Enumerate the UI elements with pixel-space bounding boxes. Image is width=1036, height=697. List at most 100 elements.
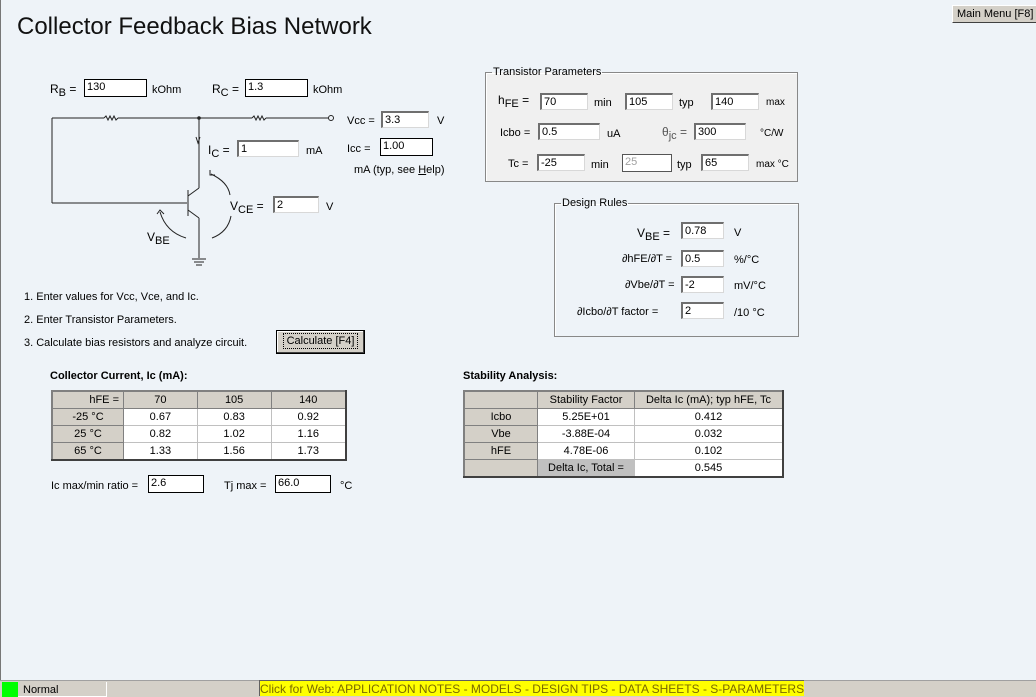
tc-max-input[interactable]: 65 xyxy=(701,154,749,171)
total-value: 0.545 xyxy=(634,459,784,478)
table-cell: -3.88E-04 xyxy=(537,425,635,443)
rb-label-sub: B xyxy=(58,87,67,99)
main-menu-button-label: Main Menu [F8] xyxy=(957,8,1034,20)
hfe-typ-label: typ xyxy=(679,97,694,109)
row-header-empty xyxy=(463,459,538,478)
ic-label-sub: C xyxy=(211,148,220,160)
dvbe-dt-label: ∂Vbe/∂T = xyxy=(625,279,675,291)
vbe-rule-label-eq: = xyxy=(663,226,671,240)
rc-unit: kOhm xyxy=(313,84,343,96)
vce-arc-icon xyxy=(210,173,231,196)
vbe-rule-label-v: V xyxy=(637,226,646,240)
dhfe-dt-input[interactable]: 0.5 xyxy=(681,250,724,267)
rb-input[interactable]: 130 xyxy=(84,79,147,97)
row-header: 25 °C xyxy=(51,425,124,443)
stability-table: Stability Factor Delta Ic (mA); typ hFE,… xyxy=(463,390,784,478)
table-cell: 0.102 xyxy=(634,442,784,460)
hfe-typ-input[interactable]: 105 xyxy=(625,93,673,110)
rc-label-eq: = xyxy=(231,82,239,96)
ic-ratio-output: 2.6 xyxy=(148,475,204,493)
table-cell: 4.78E-06 xyxy=(537,442,635,460)
table-row: 25 °C 0.82 1.02 1.16 xyxy=(51,425,347,443)
theta-jc-unit: °C/W xyxy=(760,128,784,139)
column-header: 140 xyxy=(270,390,347,409)
ic-label-eq: = xyxy=(222,143,230,157)
table-row: Icbo 5.25E+01 0.412 xyxy=(463,408,784,426)
dhfe-dt-label: ∂hFE/∂T = xyxy=(622,253,673,265)
hfe-min-input[interactable]: 70 xyxy=(540,93,588,110)
tj-max-output: 66.0 xyxy=(275,475,331,493)
vbe-rule-input[interactable]: 0.78 xyxy=(681,222,724,239)
row-header: Vbe xyxy=(463,425,538,443)
vcc-input[interactable]: 3.3 xyxy=(381,111,429,128)
rb-label-r: R xyxy=(50,82,59,96)
theta-jc-input[interactable]: 300 xyxy=(694,123,746,140)
rc-resistor-icon xyxy=(251,114,267,122)
hfe-label-h: h xyxy=(498,93,505,107)
help-link[interactable]: H xyxy=(418,164,427,176)
corner-header xyxy=(463,390,538,409)
table-cell: 5.25E+01 xyxy=(537,408,635,426)
vce-unit: V xyxy=(326,201,334,213)
window-left-edge xyxy=(0,0,1,680)
stability-analysis-title: Stability Analysis: xyxy=(463,370,558,382)
vce-label-sub: CE xyxy=(238,204,254,216)
design-rules-legend: Design Rules xyxy=(562,197,628,209)
ic-unit: mA xyxy=(306,145,323,157)
column-header: 105 xyxy=(196,390,272,409)
table-row-total: Delta Ic, Total = 0.545 xyxy=(463,459,784,478)
status-indicator xyxy=(2,682,18,697)
circuit-schematic xyxy=(51,114,334,266)
transistor-emitter-icon xyxy=(187,209,200,219)
row-header: hFE xyxy=(463,442,538,460)
theta-jc-label: θjc = xyxy=(662,125,687,142)
instruction-step-1: 1. Enter values for Vcc, Vce, and Ic. xyxy=(24,291,199,303)
theta-jc-label-sub: jc xyxy=(668,130,677,142)
calculate-button[interactable]: Calculate [F4] xyxy=(276,330,365,354)
dvbe-dt-input[interactable]: -2 xyxy=(681,276,724,293)
column-header: 70 xyxy=(123,390,198,409)
hfe-label: hFE = xyxy=(498,93,529,110)
vbe-arrow-icon xyxy=(156,209,165,215)
icc-note: mA (typ, see Help) xyxy=(354,163,445,177)
vce-arc-lower xyxy=(211,215,232,239)
icc-note-suffix: elp) xyxy=(426,164,445,176)
vbe-arc-icon xyxy=(159,211,187,239)
table-cell: 0.032 xyxy=(634,425,784,443)
theta-jc-label-eq: = xyxy=(679,125,687,139)
vbe-circuit-label: VBE xyxy=(147,230,170,247)
vcc-label: Vcc = xyxy=(347,115,375,127)
dicbo-dt-input[interactable]: 2 xyxy=(681,302,724,319)
web-resources-link[interactable]: Click for Web: APPLICATION NOTES - MODEL… xyxy=(259,680,805,696)
junction-dot-icon xyxy=(197,116,201,120)
rc-label: RC = xyxy=(212,82,239,99)
vbe-rule-label: VBE = xyxy=(637,226,671,243)
hfe-corner-header: hFE = xyxy=(51,390,124,409)
tc-max-label: max °C xyxy=(756,159,789,170)
table-row: -25 °C 0.67 0.83 0.92 xyxy=(51,408,347,426)
table-cell: 0.82 xyxy=(123,425,198,443)
tj-max-label: Tj max = xyxy=(224,480,267,492)
vbe-rule-label-sub: BE xyxy=(645,231,660,243)
hfe-min-label: min xyxy=(594,97,612,109)
row-header: 65 °C xyxy=(51,442,124,461)
icbo-unit: uA xyxy=(607,128,621,140)
rb-label-eq: = xyxy=(69,82,77,96)
table-cell: 1.73 xyxy=(270,442,347,461)
status-mode-panel: Normal xyxy=(18,682,107,697)
table-cell: 1.33 xyxy=(123,442,198,461)
tc-min-input[interactable]: -25 xyxy=(537,154,585,171)
table-cell: 0.67 xyxy=(123,408,198,426)
ic-input[interactable]: 1 xyxy=(237,140,299,157)
icbo-input[interactable]: 0.5 xyxy=(538,123,600,140)
rc-input[interactable]: 1.3 xyxy=(245,79,308,97)
vce-input[interactable]: 2 xyxy=(273,196,319,213)
dvbe-dt-unit: mV/°C xyxy=(734,280,766,292)
hfe-max-input[interactable]: 140 xyxy=(711,93,759,110)
vcc-terminal-icon xyxy=(328,115,334,121)
main-menu-button[interactable]: Main Menu [F8] xyxy=(952,5,1036,23)
rc-label-sub: C xyxy=(220,87,229,99)
vbe-circuit-label-v: V xyxy=(147,230,156,244)
column-header: Delta Ic (mA); typ hFE, Tc xyxy=(634,390,784,409)
table-cell: 0.83 xyxy=(196,408,272,426)
